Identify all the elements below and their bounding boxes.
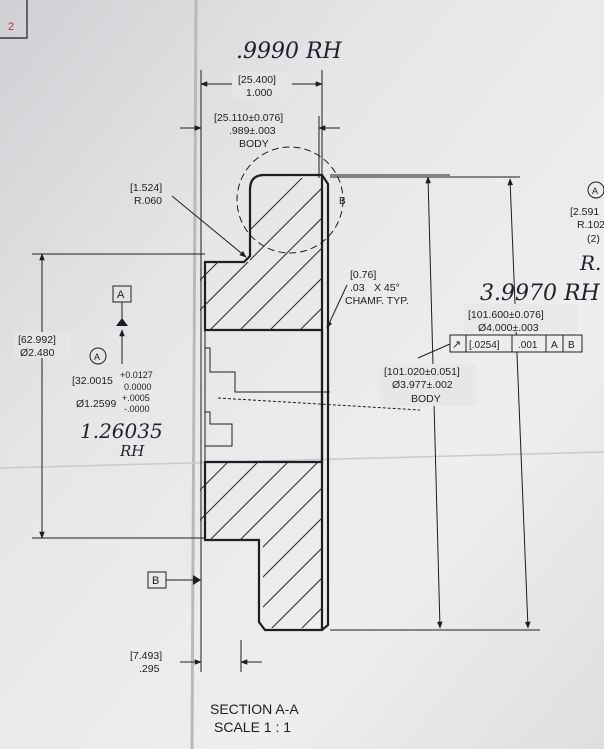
handwritten-bore-note: 1.26035 xyxy=(80,419,163,443)
flange-thickness-inch: .295 xyxy=(139,663,160,675)
body-width-label: BODY xyxy=(239,138,269,150)
flange-thickness-metric: [7.493] xyxy=(130,650,162,662)
fcf-leader xyxy=(417,343,451,359)
bore-dia-inch: Ø1.2599 xyxy=(76,398,116,410)
handwritten-right-note: R. xyxy=(579,251,601,275)
overall-width-inch: 1.000 xyxy=(246,87,272,99)
detail-b-label: B xyxy=(339,196,346,207)
corner-radius-metric: [1.524] xyxy=(130,182,162,194)
datum-a-triangle xyxy=(116,318,128,326)
corner-zone-box xyxy=(0,0,28,39)
section-scale: SCALE 1 : 1 xyxy=(214,719,291,735)
chamfer-metric: [0.76] xyxy=(350,269,376,281)
right-radius-inch: R.102 xyxy=(577,219,604,231)
paper-crease xyxy=(0,451,604,469)
section-outline xyxy=(203,173,330,632)
feature-control-frame: ↗ [.0254] .001 A B xyxy=(417,334,583,359)
datum-b-label: B xyxy=(152,575,159,587)
pilot-dia-inch: Ø2.480 xyxy=(20,347,55,359)
fcf-tolerance: .001 xyxy=(518,340,538,351)
outer-dia-metric: [101.600±0.076] xyxy=(468,309,544,321)
fcf-datum-1: A xyxy=(551,340,558,351)
fcf-datum-2: B xyxy=(568,340,575,351)
body-dia-metric: [101.020±0.051] xyxy=(384,366,460,378)
outer-dia-dim-line xyxy=(507,178,531,629)
body-width-metric: [25.110±0.076] xyxy=(214,112,283,124)
chamfer-angle: X 45° xyxy=(374,282,400,294)
bore-dia-metric-lower-tol: 0.0000 xyxy=(124,382,152,392)
chamfer-leader xyxy=(326,284,348,329)
outer-dia-inch: Ø4.000±.003 xyxy=(478,322,539,334)
circled-a-label: A xyxy=(94,352,100,362)
fcf-metric-tolerance: [.0254] xyxy=(469,340,500,351)
bore-dia-inch-lower-tol: -.0000 xyxy=(124,404,150,414)
detail-circle-b xyxy=(236,146,344,254)
body-dia-inch: Ø3.977±.002 xyxy=(392,379,453,391)
bore-features xyxy=(205,347,421,447)
datum-b-triangle xyxy=(193,575,201,585)
bore-dia-inch-upper-tol: +.0005 xyxy=(122,393,150,403)
handwritten-width-note: .9990 RH xyxy=(236,39,343,64)
right-circled-a-label: A xyxy=(592,186,598,196)
right-circled-a-symbol xyxy=(587,181,604,199)
body-dia-label: BODY xyxy=(411,393,441,405)
corner-radius-leader xyxy=(171,195,247,258)
corner-radius-inch: R.060 xyxy=(134,195,162,207)
chamfer-label: CHAMF. TYP. xyxy=(345,295,409,307)
overall-width-metric: [25.400] xyxy=(238,74,276,86)
bore-dia-metric: [32.0015 xyxy=(72,375,113,387)
section-title: SECTION A-A xyxy=(210,701,299,717)
circled-a-symbol xyxy=(89,347,107,365)
right-radius-metric: [2.591 xyxy=(570,206,599,218)
corner-zone-mark: 2 xyxy=(8,21,14,33)
handwritten-od-note: 3.9970 RH xyxy=(480,281,601,306)
right-radius-count: (2) xyxy=(587,233,600,245)
paper-fold-line xyxy=(190,0,198,749)
datum-a-label: A xyxy=(117,289,125,301)
chamfer-inch: .03 xyxy=(350,282,365,294)
handwritten-bore-rh: RH xyxy=(119,442,145,460)
bore-dia-metric-upper-tol: +0.0127 xyxy=(120,370,153,380)
pilot-dia-metric: [62.992] xyxy=(18,334,56,346)
body-width-inch: .989±.003 xyxy=(229,125,276,137)
fcf-runout-symbol: ↗ xyxy=(452,339,461,351)
